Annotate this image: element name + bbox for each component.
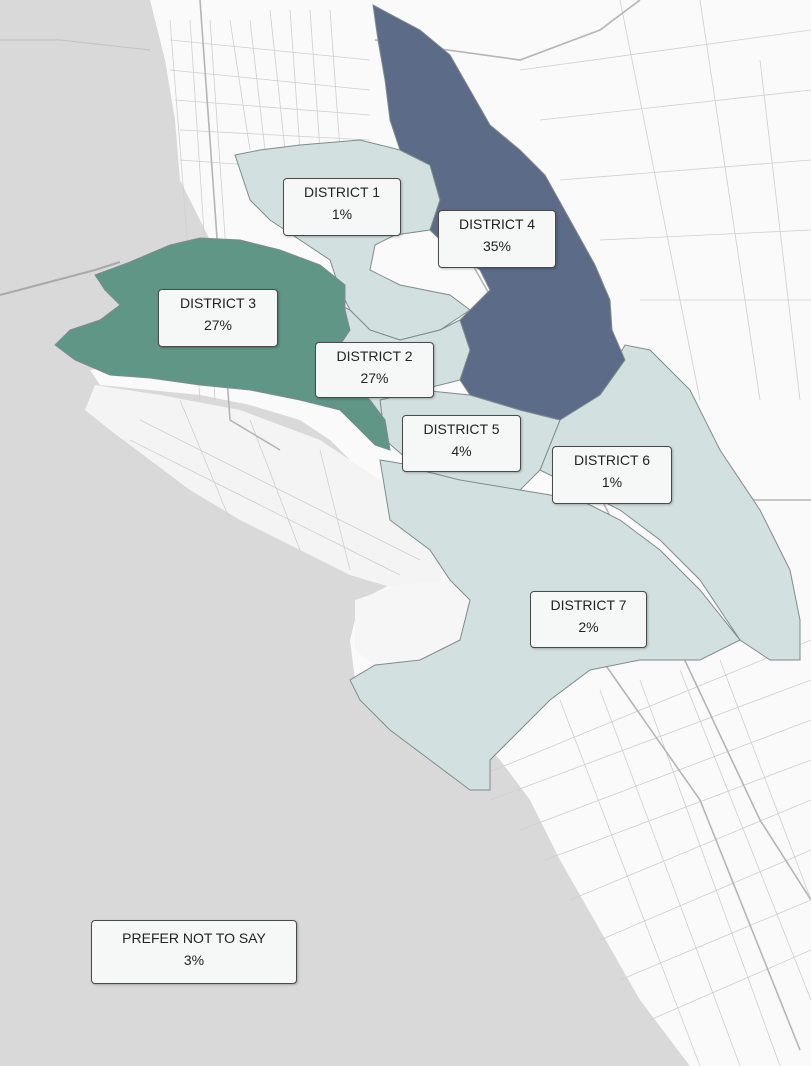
alameda-island (85, 385, 445, 590)
district-5-name: DISTRICT 5 (423, 421, 500, 437)
bridge-north (0, 39, 151, 51)
district-4-name: DISTRICT 4 (459, 216, 535, 232)
district-6-label[interactable]: DISTRICT 6 1% (552, 446, 672, 504)
district-5-label[interactable]: DISTRICT 5 4% (402, 415, 521, 472)
district-7-label[interactable]: DISTRICT 7 2% (530, 591, 647, 648)
district-4-pct: 35% (482, 238, 512, 254)
district-3-name: DISTRICT 3 (180, 295, 256, 311)
district-2-pct: 27% (360, 370, 389, 386)
district-7-pct: 2% (578, 619, 599, 635)
bay-farm-island (355, 580, 470, 670)
bay-bridge (0, 261, 121, 296)
district-5-pct: 4% (451, 443, 472, 459)
district-3-pct: 27% (203, 317, 233, 333)
prefer-not-to-say-label[interactable]: PREFER NOT TO SAY 3% (91, 920, 297, 984)
district-1-pct: 1% (331, 206, 353, 222)
district-2-name: DISTRICT 2 (336, 348, 413, 364)
prefer-not-name: PREFER NOT TO SAY (122, 930, 266, 946)
district-2-label[interactable]: DISTRICT 2 27% (315, 342, 434, 398)
district-4-label[interactable]: DISTRICT 4 35% (438, 210, 556, 268)
district-3-label[interactable]: DISTRICT 3 27% (158, 289, 278, 347)
district-6-name: DISTRICT 6 (574, 452, 650, 468)
district-7-name: DISTRICT 7 (550, 597, 627, 613)
district-1-label[interactable]: DISTRICT 1 1% (283, 178, 401, 236)
district-1-name: DISTRICT 1 (304, 184, 380, 200)
district-6-pct: 1% (601, 474, 623, 490)
prefer-not-pct: 3% (183, 952, 205, 968)
